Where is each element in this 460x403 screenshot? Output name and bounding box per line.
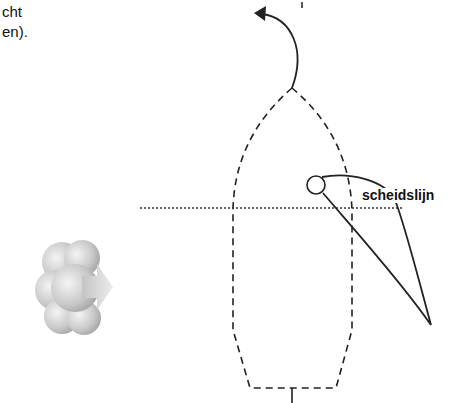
course-arrow — [262, 14, 297, 88]
cropped-text: cht — [2, 4, 22, 21]
course-tick — [301, 2, 303, 8]
mast — [307, 176, 325, 194]
dividing-line — [140, 207, 402, 209]
cropped-text: en). — [2, 24, 28, 41]
rudder-line — [291, 388, 293, 403]
line-label: scheidslijn — [360, 188, 436, 203]
arrowhead — [254, 6, 266, 21]
wind-arrow — [82, 264, 113, 310]
hull-outline — [233, 88, 352, 388]
